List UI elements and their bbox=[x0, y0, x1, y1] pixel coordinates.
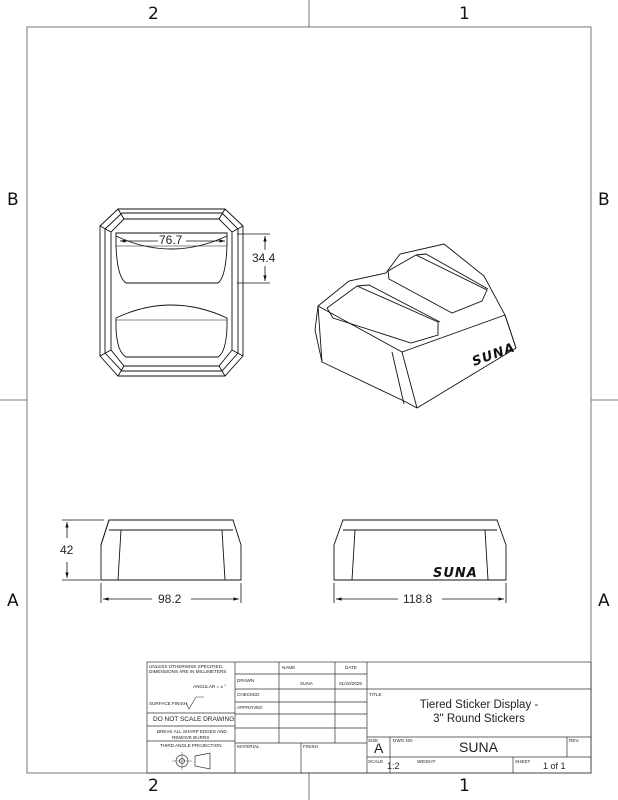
angular-tolerance: ANGULAR = ± ° bbox=[193, 684, 227, 689]
scale-label: SCALE bbox=[368, 759, 384, 764]
row-checked: CHECKED bbox=[237, 692, 260, 697]
header-name: NAME bbox=[282, 665, 296, 670]
zone-row-a-left: A bbox=[7, 591, 19, 611]
dim-value-side-width: 118.8 bbox=[403, 592, 433, 606]
zone-col-1-bottom: 1 bbox=[459, 776, 470, 796]
drawn-date: 01/20/2025 bbox=[339, 681, 362, 686]
zone-row-b-right: B bbox=[598, 190, 610, 210]
dim-value-front-width: 98.2 bbox=[158, 592, 182, 606]
dimension-front-width bbox=[100, 583, 242, 603]
sheet-value: 1 of 1 bbox=[543, 761, 566, 771]
zone-row-b-left: B bbox=[7, 190, 19, 210]
scale-value: 1:2 bbox=[387, 761, 400, 771]
material-label: MATERIAL bbox=[237, 744, 260, 749]
surface-finish-symbol bbox=[185, 696, 204, 710]
dimension-side-width bbox=[333, 583, 507, 603]
dwg-no-value: SUNA bbox=[459, 739, 498, 755]
drawing-title-line-1: Tiered Sticker Display - bbox=[419, 699, 539, 711]
iso-logo: SUNA bbox=[470, 340, 517, 369]
dim-value-top-depth: 34.4 bbox=[252, 251, 276, 265]
size-value: A bbox=[374, 740, 384, 756]
weight-label: WEIGHT bbox=[417, 759, 436, 764]
do-not-scale: DO NOT SCALE DRAWING bbox=[153, 716, 235, 723]
header-date: DATE bbox=[345, 665, 357, 670]
projection-label: THIRD ANGLE PROJECTION bbox=[160, 743, 222, 748]
title-label: TITLE bbox=[369, 692, 382, 697]
side-view bbox=[333, 519, 507, 581]
dim-value-front-height: 42 bbox=[60, 543, 74, 557]
sheet-label: SHEET bbox=[515, 759, 531, 764]
dim-value-top-width: 76.7 bbox=[159, 233, 183, 247]
zone-row-a-right: A bbox=[598, 591, 610, 611]
size-label: SIZE bbox=[368, 738, 379, 743]
tolerance-note-1: UNLESS OTHERWISE SPECIFIED, bbox=[149, 664, 224, 669]
row-approved: APPROVED bbox=[237, 705, 263, 710]
dimension-front-height bbox=[62, 519, 104, 581]
row-drawn: DRAWN bbox=[237, 678, 255, 683]
isometric-view bbox=[314, 243, 517, 409]
drawing-title-line-2: 3" Round Stickers bbox=[433, 713, 525, 725]
zone-col-2-top: 2 bbox=[148, 4, 159, 24]
finish-label: FINISH bbox=[303, 744, 319, 749]
dwg-no-label: DWG NO. bbox=[393, 738, 414, 743]
front-view bbox=[100, 519, 242, 581]
break-edges-1: BREAK ALL SHARP EDGES AND bbox=[157, 729, 227, 734]
top-view bbox=[99, 208, 244, 377]
iso-logo-text: SUNA bbox=[470, 340, 517, 369]
zone-col-1-top: 1 bbox=[459, 4, 470, 24]
zone-col-2-bottom: 2 bbox=[148, 776, 159, 796]
tolerance-note-2: DIMENSIONS ARE IN MILLIMETERS bbox=[149, 669, 227, 674]
surface-finish-label: SURFACE FINISH: bbox=[149, 701, 189, 706]
dimension-top-depth bbox=[237, 233, 270, 284]
side-logo-text: SUNA bbox=[433, 566, 478, 581]
break-edges-2: REMOVE BURRS bbox=[172, 735, 210, 740]
projection-symbol-icon bbox=[172, 752, 211, 770]
rev-label: REV. bbox=[569, 738, 580, 743]
drawn-name: SUNA bbox=[300, 681, 313, 686]
title-block-grid bbox=[146, 661, 592, 774]
